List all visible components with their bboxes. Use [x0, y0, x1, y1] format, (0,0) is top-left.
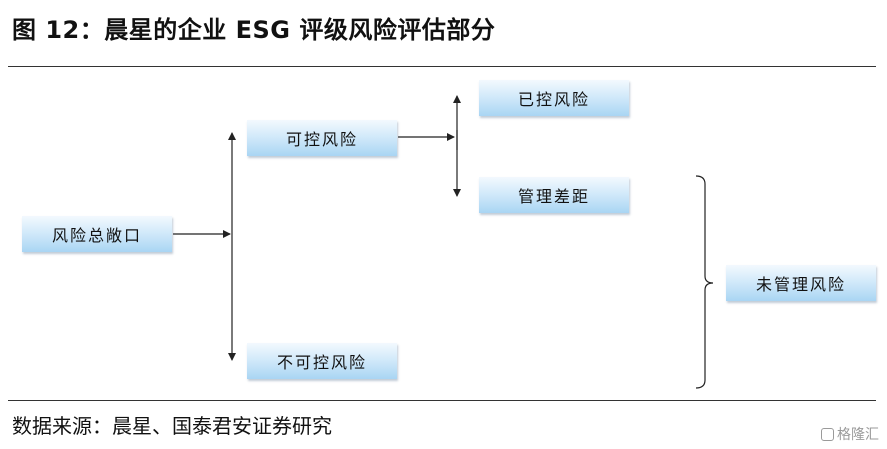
- unmanaged-bracket: [695, 175, 714, 389]
- top-rule: [8, 66, 876, 67]
- node-unmanaged-risk: 未管理风险: [726, 265, 876, 301]
- node-management-gap: 管理差距: [479, 177, 629, 213]
- node-controlled-risk: 已控风险: [479, 80, 629, 116]
- watermark-text: 格隆汇: [837, 427, 879, 443]
- figure-title: 图 12：晨星的企业 ESG 评级风险评估部分: [12, 16, 496, 44]
- watermark-logo-icon: [821, 427, 834, 441]
- watermark: 格隆汇: [821, 424, 879, 444]
- bottom-rule: [8, 400, 876, 401]
- node-uncontrollable-risk: 不可控风险: [247, 343, 397, 379]
- node-controllable-risk: 可控风险: [247, 120, 397, 156]
- source-note: 数据来源：晨星、国泰君安证券研究: [12, 414, 332, 438]
- node-total-exposure: 风险总敞口: [22, 216, 172, 252]
